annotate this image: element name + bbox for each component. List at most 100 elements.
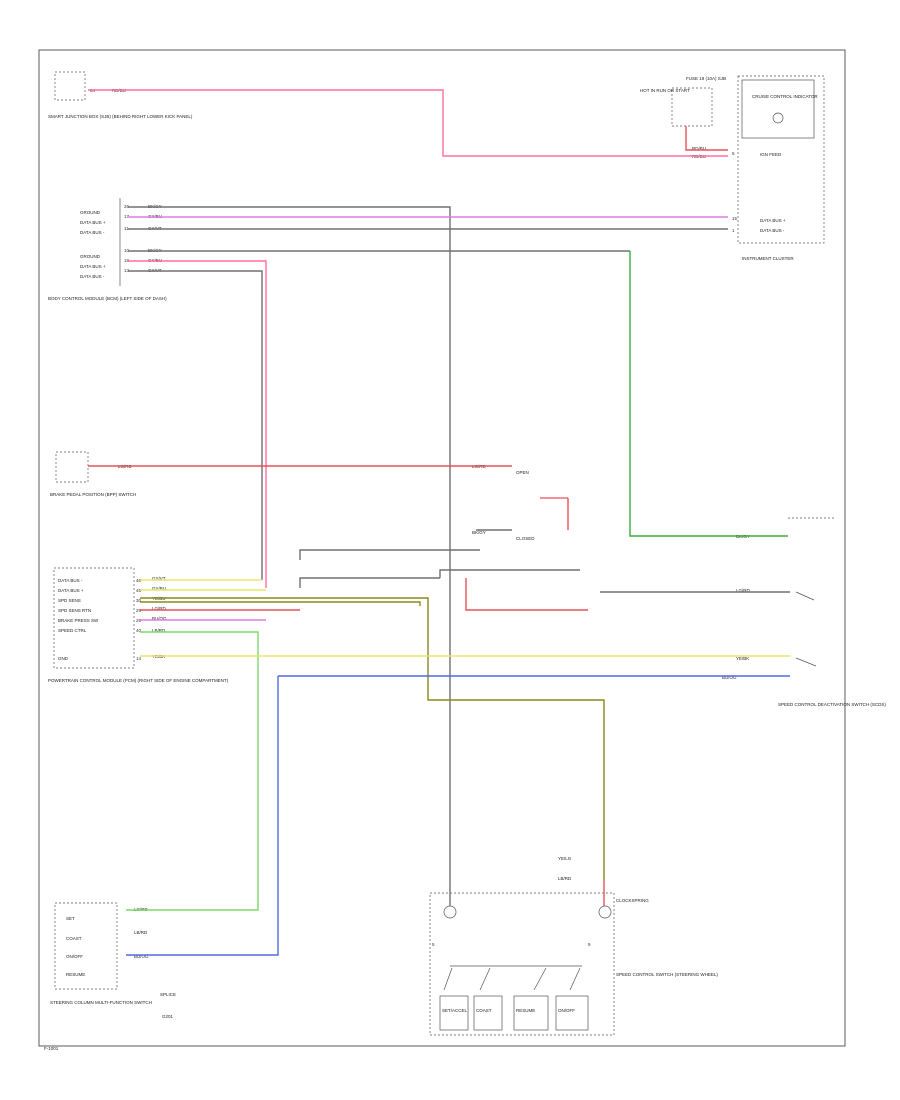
column-label-coast: COAST — [66, 936, 82, 941]
bcm-pin-4: 10 — [124, 248, 130, 253]
column-label-set: SET — [66, 916, 75, 921]
pcm-wire-5: BU/OG — [152, 616, 167, 621]
steering-sw-2 — [479, 967, 491, 991]
pcm-label-6: SPEED CTRL — [58, 628, 87, 633]
steering-sw-1 — [443, 967, 453, 991]
cluster-bus-minus-label: DATA BUS - — [760, 228, 785, 233]
pcm-label-5: BRAKE PRESS SW — [58, 618, 99, 623]
scds-wire-3: YE/BK — [736, 656, 749, 661]
instrument-cluster-label: INSTRUMENT CLUSTER — [742, 256, 794, 261]
steering-btn-box-2 — [473, 995, 503, 1031]
clockspring-right-terminal — [598, 905, 612, 919]
hot-in-run-label: HOT IN RUN OR START — [640, 88, 690, 93]
column-wire-2: LB/RD — [134, 930, 148, 935]
clockspring-left-terminal — [443, 905, 457, 919]
clockspring-pin-2: 9 — [588, 942, 591, 947]
clockspring-pin-1: 5 — [432, 942, 435, 947]
column-label-resume: RESUME — [66, 972, 85, 977]
steering-switch-label: SPEED CONTROL SWITCH (STEERING WHEEL) — [616, 972, 718, 977]
pcm-box — [53, 567, 135, 669]
bcm-label-1: GROUND — [80, 210, 101, 215]
cluster-wire-label-1: RD/BU — [692, 146, 706, 151]
steering-column-label: STEERING COLUMN MULTI-FUNCTION SWITCH — [50, 1000, 152, 1005]
bcm-bus-minus2-wire — [128, 270, 263, 580]
clockspring-wire-1: YE/LG — [558, 856, 572, 861]
brake-switch-label: BRAKE PEDAL POSITION (BPP) SWITCH — [50, 492, 136, 497]
scds-switch-2 — [795, 657, 817, 667]
footer-code: F-1001 — [44, 1046, 59, 1051]
steering-btn-3: RESUME — [516, 1008, 535, 1013]
column-wire-3: BU/OG — [134, 954, 149, 959]
pcm-pin-5: 25 — [136, 618, 142, 623]
pcm-label-7: GND — [58, 656, 69, 661]
steering-btn-box-3 — [513, 995, 549, 1031]
junction-to-cluster-wire — [88, 89, 728, 157]
clockspring-label: CLOCKSPRING — [616, 898, 649, 903]
steering-btn-box-4 — [555, 995, 589, 1031]
steering-btn-4: ON/OFF — [558, 1008, 575, 1013]
pcm-label-3: SPD SENS — [58, 598, 81, 603]
body-control-label: BODY CONTROL MODULE (BCM) (LEFT SIDE OF … — [48, 296, 167, 301]
brake-bus-wire: BK/GY — [472, 530, 486, 535]
scds-wire-a — [439, 569, 580, 578]
hot-in-run-fuse — [671, 87, 713, 127]
pcm-lightgreen-wire — [126, 631, 259, 911]
bcm-pin-1: 26 — [124, 204, 130, 209]
cluster-pin-2: 15 — [732, 216, 738, 221]
cruise-indicator-icon — [772, 112, 784, 124]
bcm-pin-6: 13 — [124, 268, 130, 273]
steering-btn-2: COAST — [476, 1008, 492, 1013]
bcm-pin-5: 18 — [124, 258, 130, 263]
brake-mid-wire — [299, 577, 440, 588]
instrument-cluster — [737, 75, 825, 244]
splice-label: SPLICE — [160, 992, 176, 997]
bcm-ground-wire — [128, 206, 451, 880]
diagram-frame — [38, 49, 846, 1047]
pcm-label-2: DATA BUS + — [58, 588, 84, 593]
fuse-to-cluster-wire — [685, 126, 728, 151]
hot-in-run-sub: FUSE 19 (10A) SJB — [686, 76, 726, 81]
junction-box-label: SMART JUNCTION BOX (SJB) (BEHIND RIGHT L… — [48, 114, 193, 119]
brake-switch-box — [55, 451, 89, 483]
pcm-label-1: DATA BUS - — [58, 578, 83, 583]
bcm-pin-2: 17 — [124, 214, 130, 219]
steering-sw-3 — [533, 967, 547, 991]
scds-label: SPEED CONTROL DEACTIVATION SWITCH (SCDS) — [778, 702, 886, 707]
junction-box — [54, 71, 86, 101]
pcm-pin-7: 14 — [136, 656, 142, 661]
pcm-wire-2: GY/BU — [152, 586, 166, 591]
bcm-label-5: DATA BUS + — [80, 264, 106, 269]
pcm-wire-6: LB/RD — [152, 628, 166, 633]
pcm-olive-1 — [140, 597, 605, 880]
steering-column-box — [54, 902, 118, 990]
clockspring-wire-2: LB/RD — [558, 876, 572, 881]
pcm-blue-wire — [126, 675, 790, 956]
pcm-pin-3: 30 — [136, 598, 142, 603]
scds-wire-4: BU/OG — [722, 675, 737, 680]
bcm-label-3: DATA BUS - — [80, 230, 105, 235]
pcm-pin-6: 40 — [136, 628, 142, 633]
cluster-ign-label: IGN FEED — [760, 152, 782, 157]
scds-red-wire — [465, 578, 588, 611]
pcm-label: POWERTRAIN CONTROL MODULE (PCM) (RIGHT S… — [48, 678, 229, 683]
pcm-wire-1: GY/VT — [152, 576, 166, 581]
steering-btn-1: SET/ACCEL — [442, 1008, 468, 1013]
bcm-green-wire — [629, 251, 788, 537]
scds-switch-1 — [795, 591, 815, 601]
cruise-indicator-box — [741, 79, 815, 139]
bcm-label-6: DATA BUS - — [80, 274, 105, 279]
wire-layer — [88, 89, 790, 956]
pcm-wire-4: LG/RD — [152, 606, 167, 611]
bcm-label-4: GROUND — [80, 254, 101, 259]
pcm-olive-2 — [140, 601, 421, 606]
scds-wire-2: LG/RD — [736, 588, 751, 593]
steering-sw-4 — [569, 967, 581, 991]
brake-switch-open: OPEN — [516, 470, 529, 475]
cluster-pin-3: 1 — [732, 228, 735, 233]
pcm-pin-4: 29 — [136, 608, 142, 613]
cluster-pin-1: 5 — [732, 151, 735, 156]
bcm-bus-plus2-wire — [128, 260, 267, 588]
bcm-label-2: DATA BUS + — [80, 220, 106, 225]
cruise-indicator-label: CRUISE CONTROL INDICATOR — [752, 94, 818, 99]
